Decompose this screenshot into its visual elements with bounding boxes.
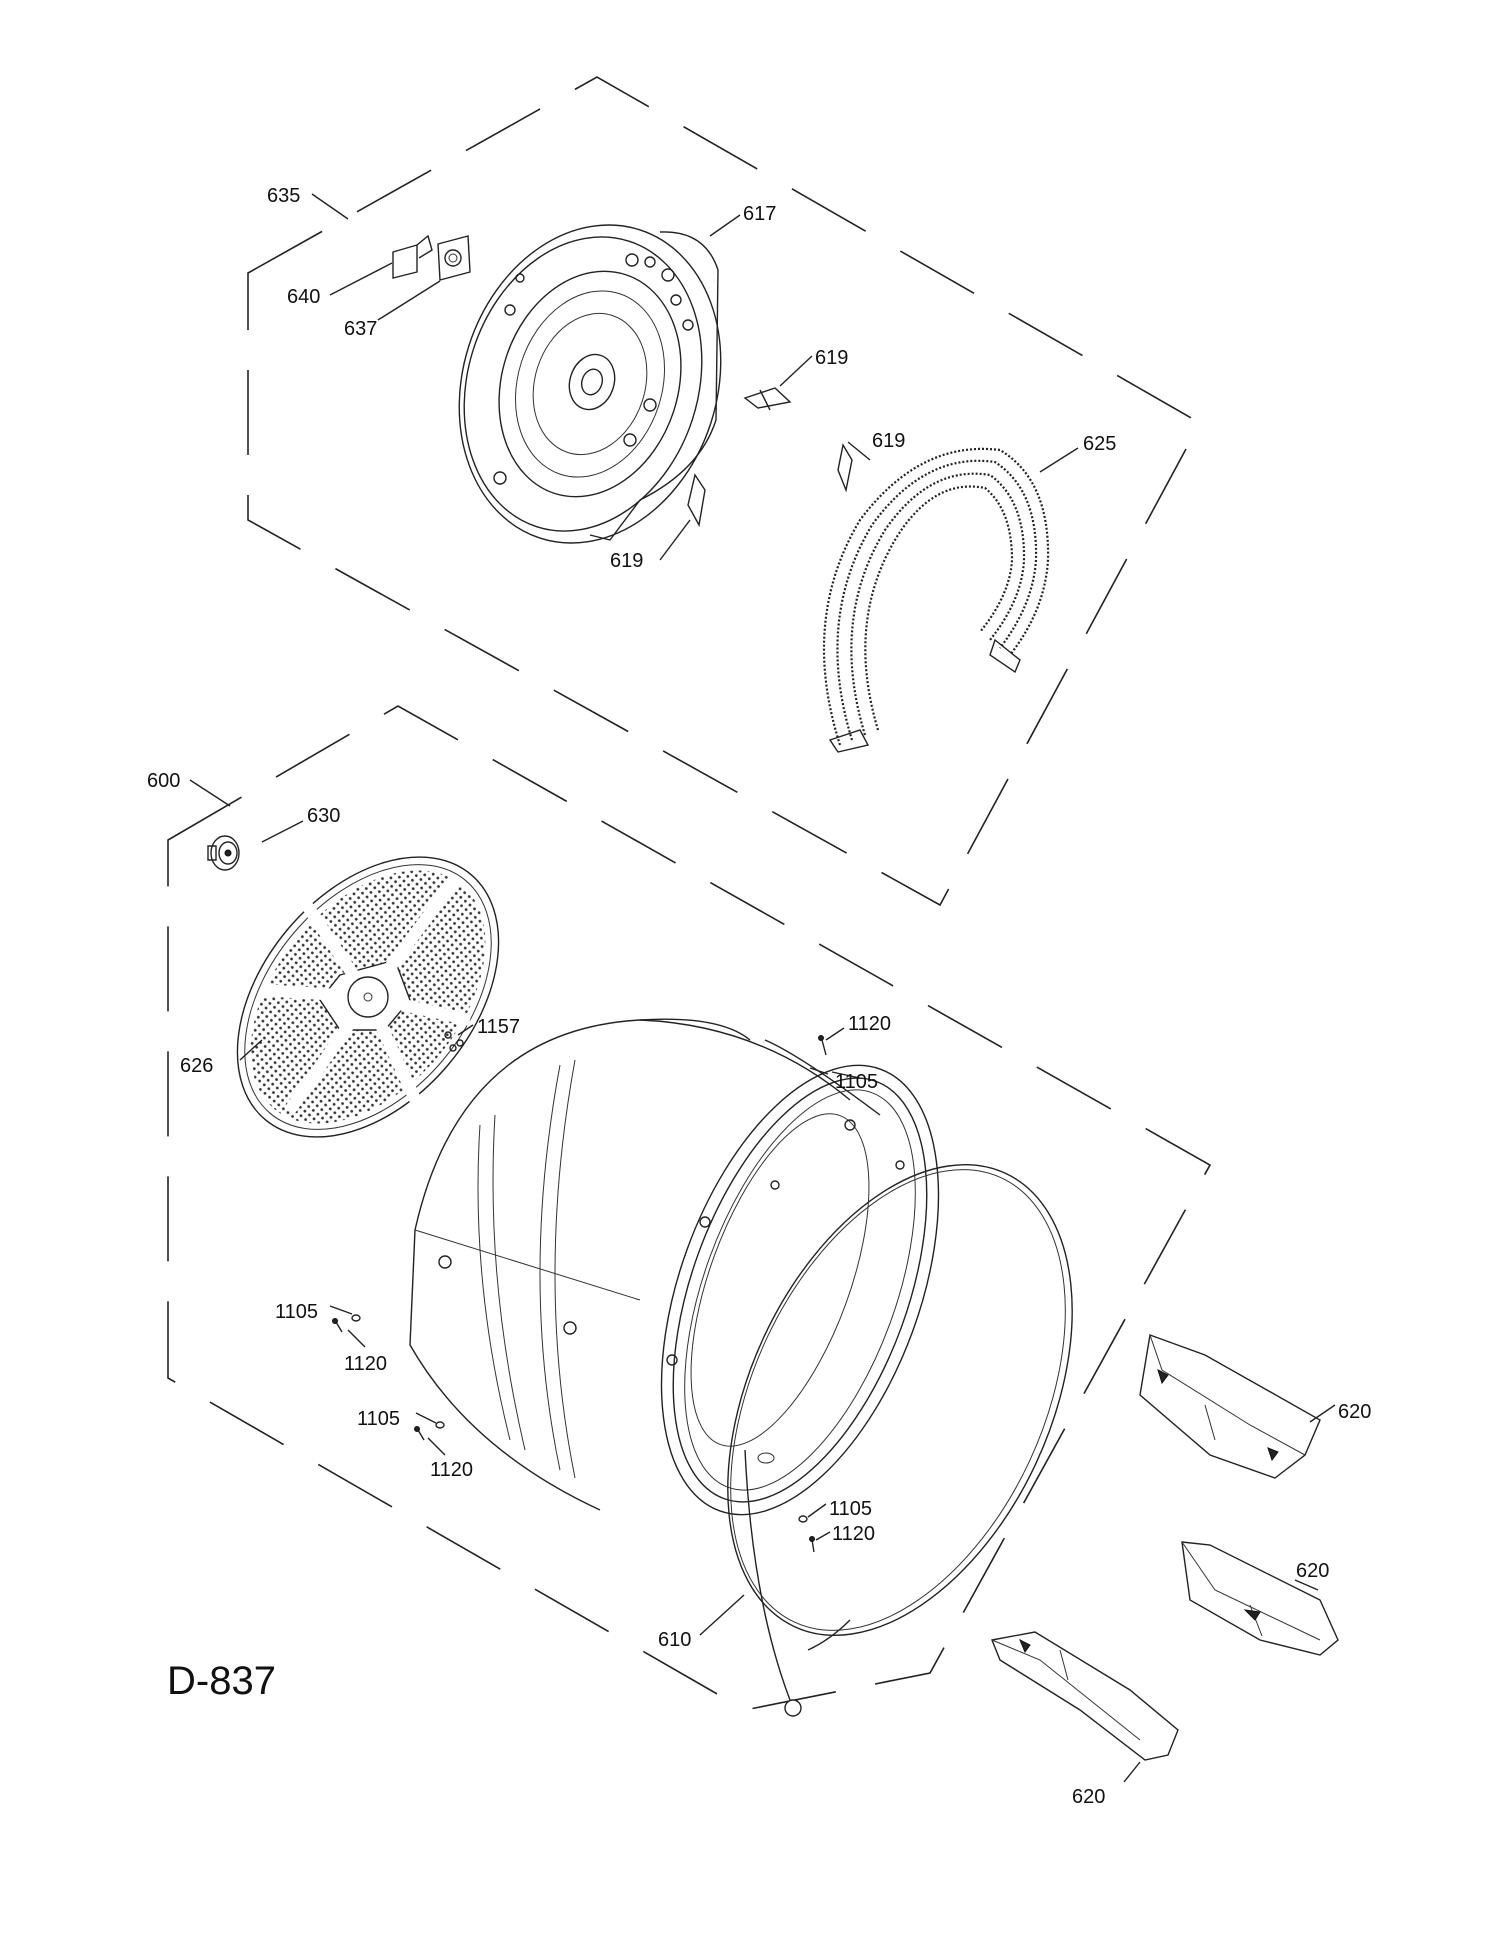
callout-619-bottom: 619: [610, 550, 643, 572]
callout-1157: 1157: [477, 1016, 520, 1038]
screw-1120-front: [809, 1536, 815, 1553]
callout-610: 610: [658, 1629, 691, 1651]
bearing-630: [207, 835, 240, 871]
baffle-620-middle: [1181, 1541, 1339, 1656]
diagram-code: D-837: [167, 1659, 276, 1703]
callout-620-lower: 620: [1072, 1786, 1105, 1808]
washer-1105-top: [809, 1067, 829, 1075]
belt-seal-610: [727, 1164, 1073, 1717]
clip-619-top: [743, 387, 792, 411]
callout-1120-top: 1120: [848, 1013, 891, 1035]
baffle-620-upper: [1139, 1334, 1321, 1479]
callout-617: 617: [743, 203, 776, 225]
callout-1120-front: 1120: [832, 1523, 875, 1545]
callout-640: 640: [287, 286, 320, 308]
callout-1105-top: 1105: [835, 1071, 878, 1093]
washer-1105-front: [798, 1515, 808, 1523]
callout-619-middle: 619: [872, 430, 905, 452]
callout-637: 637: [344, 318, 377, 340]
clip-619-bottom: [687, 473, 706, 528]
lower-assembly-boundary: [167, 705, 1212, 1711]
screws-1157: [444, 1031, 464, 1052]
callout-630: 630: [307, 805, 340, 827]
screw-1120-left-upper: [332, 1318, 343, 1333]
washer-1105-left-lower: [435, 1421, 445, 1429]
callout-1105-front: 1105: [829, 1498, 872, 1520]
washer-1105-left-upper: [351, 1314, 361, 1322]
drum-body: [409, 1018, 940, 1516]
callout-619-top: 619: [815, 347, 848, 369]
upper-assembly-boundary: [247, 76, 1202, 907]
plate-637: [437, 235, 471, 281]
callout-1120-left-lower: 1120: [430, 1459, 473, 1481]
rear-bulkhead-617: [458, 224, 722, 544]
callout-626: 626: [180, 1055, 213, 1077]
leader-lines: [189, 193, 1336, 1783]
bracket-640: [392, 234, 433, 279]
callout-625: 625: [1083, 433, 1116, 455]
clip-619-middle: [837, 443, 853, 493]
callout-600: 600: [147, 770, 180, 792]
callout-620-middle: 620: [1296, 1560, 1329, 1582]
callout-1105-left-lower: 1105: [357, 1408, 400, 1430]
screw-1120-left-lower: [414, 1426, 425, 1441]
screw-1120-top: [818, 1035, 827, 1056]
callout-1105-left-upper: 1105: [275, 1301, 318, 1323]
rear-baffle-626: [236, 856, 500, 1138]
callout-620-upper: 620: [1338, 1401, 1371, 1423]
callout-labels: 635 640 637 617 619 619 619 625 600 630 …: [147, 185, 1371, 1808]
heater-element-625: [822, 447, 1050, 753]
baffle-620-lower: [991, 1631, 1179, 1761]
callout-635: 635: [267, 185, 300, 207]
callout-1120-left-upper: 1120: [344, 1353, 387, 1375]
